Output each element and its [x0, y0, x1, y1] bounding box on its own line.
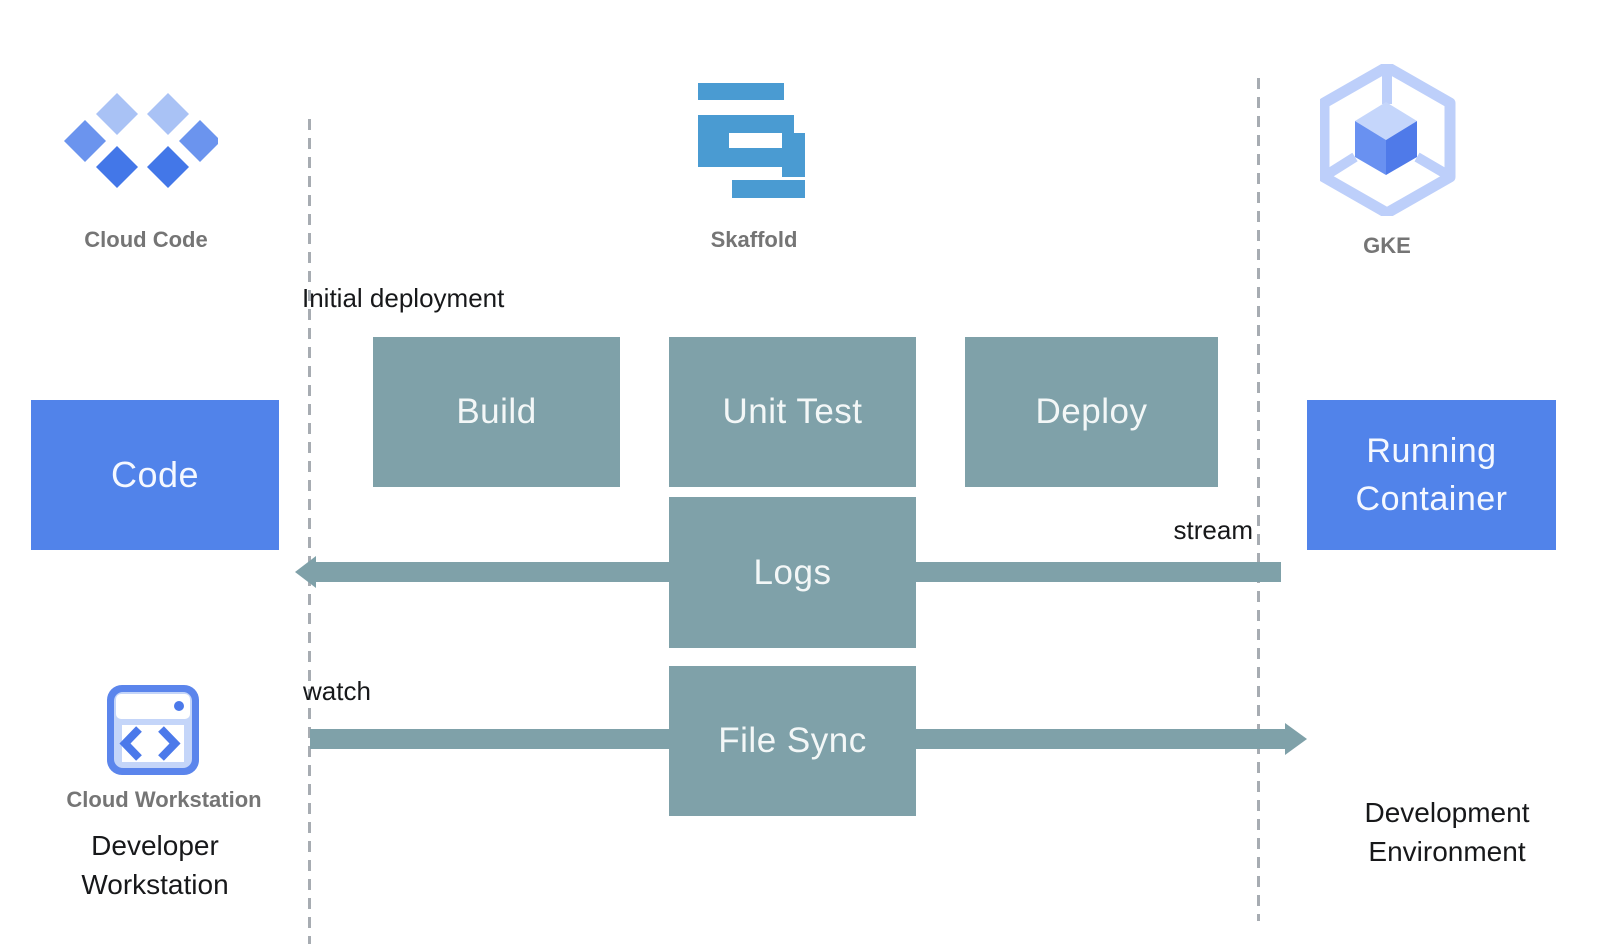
code-box-label: Code: [110, 454, 200, 495]
deploy-box: Deploy: [965, 337, 1218, 487]
file-sync-box: File Sync: [669, 666, 916, 816]
development-environment-label: Development Environment: [1364, 797, 1530, 867]
cloud-code-label: Cloud Code: [84, 227, 208, 252]
watch-label: watch: [303, 676, 371, 706]
running-container-box-label: Running Container: [1355, 432, 1508, 518]
deploy-box-label: Deploy: [1035, 392, 1148, 431]
unit-test-box-label: Unit Test: [722, 392, 863, 431]
skaffold-label: Skaffold: [710, 227, 798, 252]
build-box: Build: [373, 337, 620, 487]
stream-label: stream: [1173, 515, 1253, 545]
unit-test-box: Unit Test: [669, 337, 916, 487]
left-lane-divider: [308, 119, 311, 944]
running-container-box: Running Container: [1307, 400, 1556, 550]
right-lane-divider: [1257, 78, 1260, 921]
cloud-workstation-label: Cloud Workstation: [66, 787, 262, 812]
cloud-workstation-icon: [107, 685, 199, 775]
logs-box-label: Logs: [753, 552, 832, 592]
developer-workstation-label: Developer Workstation: [81, 830, 229, 900]
code-box: Code: [31, 400, 279, 550]
cloud-code-icon: [64, 93, 218, 188]
initial-deployment-label: Initial deployment: [302, 283, 505, 313]
gke-label: GKE: [1363, 233, 1411, 258]
skaffold-icon: [698, 83, 805, 198]
gke-icon: [1320, 64, 1456, 216]
file-sync-box-label: File Sync: [718, 721, 867, 760]
logs-box: Logs: [669, 497, 916, 648]
build-box-label: Build: [456, 392, 537, 431]
